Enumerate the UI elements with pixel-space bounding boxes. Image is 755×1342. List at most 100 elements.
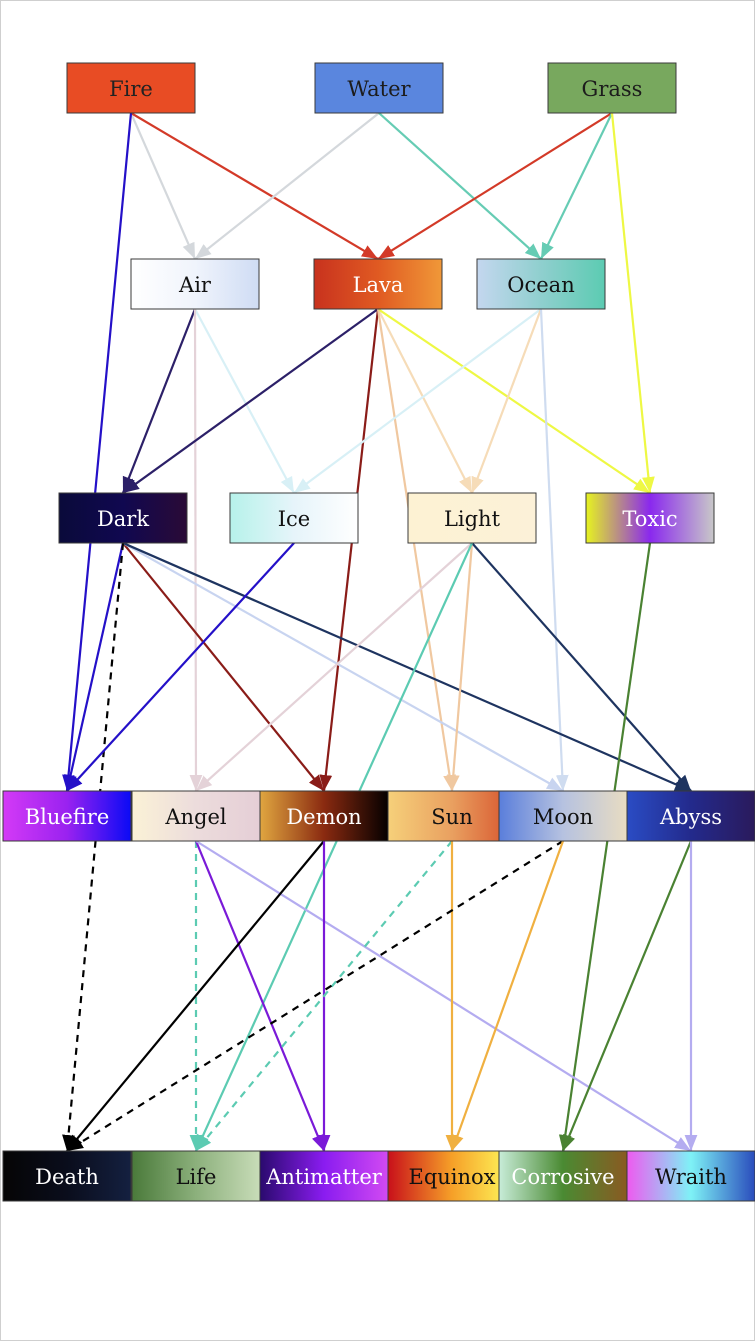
node-box-wraith bbox=[626, 1150, 755, 1202]
node-grass: Grass bbox=[547, 62, 677, 114]
edge-ocean-to-moon bbox=[539, 308, 569, 792]
node-antimatter: Antimatter bbox=[259, 1150, 389, 1202]
edge-lava-to-light bbox=[377, 308, 473, 494]
node-box-moon bbox=[498, 790, 628, 842]
node-toxic: Toxic bbox=[585, 492, 715, 544]
edge-fire-to-bluefire bbox=[62, 112, 133, 792]
node-box-ice bbox=[229, 492, 359, 544]
edge-lava-to-sun bbox=[376, 308, 456, 792]
node-sun: Sun bbox=[387, 790, 517, 842]
edge-layer bbox=[62, 112, 698, 1152]
node-label-dark: Dark bbox=[97, 507, 149, 531]
node-box-death bbox=[2, 1150, 132, 1202]
node-box-toxic bbox=[585, 492, 715, 544]
node-ice: Ice bbox=[229, 492, 359, 544]
node-bluefire: Bluefire bbox=[2, 790, 132, 842]
node-box-dark bbox=[58, 492, 188, 544]
node-moon: Moon bbox=[498, 790, 628, 842]
edge-dark-to-abyss bbox=[122, 541, 692, 793]
node-corrosive: Corrosive bbox=[498, 1150, 628, 1202]
node-label-corrosive: Corrosive bbox=[511, 1165, 614, 1189]
node-label-sun: Sun bbox=[431, 805, 472, 829]
node-box-sun bbox=[387, 790, 517, 842]
edge-lava-to-toxic bbox=[377, 308, 651, 494]
edge-dark-to-bluefire bbox=[64, 542, 125, 792]
edge-lava-to-dark bbox=[122, 308, 379, 494]
node-label-grass: Grass bbox=[582, 77, 643, 101]
node-label-bluefire: Bluefire bbox=[25, 805, 110, 829]
edge-air-to-angel bbox=[189, 308, 203, 792]
node-label-water: Water bbox=[347, 77, 411, 101]
edge-fire-to-lava bbox=[130, 112, 379, 260]
edge-water-to-air bbox=[194, 112, 380, 260]
node-ocean: Ocean bbox=[476, 258, 606, 310]
node-label-antimatter: Antimatter bbox=[265, 1165, 383, 1189]
node-box-life bbox=[131, 1150, 261, 1202]
edge-dark-to-death bbox=[62, 542, 125, 1152]
node-life: Life bbox=[131, 1150, 261, 1202]
node-label-lava: Lava bbox=[353, 273, 404, 297]
node-lava: Lava bbox=[313, 258, 443, 310]
node-box-angel bbox=[131, 790, 261, 842]
edge-moon-to-death bbox=[66, 840, 564, 1152]
edge-grass-to-toxic bbox=[610, 112, 655, 494]
node-death: Death bbox=[2, 1150, 132, 1202]
edge-abyss-to-corrosive bbox=[561, 840, 693, 1152]
edge-demon-to-death bbox=[66, 840, 325, 1152]
node-box-antimatter bbox=[259, 1150, 389, 1202]
node-label-toxic: Toxic bbox=[622, 507, 677, 531]
edge-lava-to-demon bbox=[319, 308, 380, 792]
node-equinox: Equinox bbox=[387, 1150, 517, 1202]
node-box-ocean bbox=[476, 258, 606, 310]
node-light: Light bbox=[407, 492, 537, 544]
edge-water-to-ocean bbox=[378, 112, 542, 260]
node-box-fire bbox=[66, 62, 196, 114]
node-label-moon: Moon bbox=[533, 805, 593, 829]
node-box-abyss bbox=[626, 790, 755, 842]
node-abyss: Abyss bbox=[626, 790, 755, 842]
node-box-water bbox=[314, 62, 444, 114]
edge-light-to-sun bbox=[446, 542, 474, 792]
node-fire: Fire bbox=[66, 62, 196, 114]
edge-light-to-life bbox=[194, 542, 474, 1152]
edge-angel-to-antimatter bbox=[194, 840, 326, 1152]
edge-grass-to-lava bbox=[377, 112, 613, 260]
edge-dark-to-moon bbox=[122, 542, 564, 792]
edge-toxic-to-corrosive bbox=[558, 542, 652, 1152]
node-box-bluefire bbox=[2, 790, 132, 842]
edge-angel-to-wraith bbox=[195, 840, 692, 1152]
node-box-grass bbox=[547, 62, 677, 114]
node-label-life: Life bbox=[176, 1165, 217, 1189]
edge-ocean-to-ice bbox=[293, 308, 542, 494]
node-label-angel: Angel bbox=[164, 805, 227, 829]
node-angel: Angel bbox=[131, 790, 261, 842]
edge-moon-to-equinox bbox=[450, 840, 565, 1152]
node-water: Water bbox=[314, 62, 444, 114]
edge-ocean-to-light bbox=[470, 308, 543, 494]
edge-light-to-abyss bbox=[471, 542, 692, 792]
node-box-equinox bbox=[387, 1150, 517, 1202]
edge-sun-to-life bbox=[195, 840, 453, 1152]
node-label-demon: Demon bbox=[286, 805, 361, 829]
edge-air-to-ice bbox=[194, 308, 295, 494]
node-label-light: Light bbox=[444, 507, 501, 531]
node-label-ice: Ice bbox=[278, 507, 310, 531]
node-label-fire: Fire bbox=[109, 77, 153, 101]
node-label-wraith: Wraith bbox=[655, 1165, 727, 1189]
node-demon: Demon bbox=[259, 790, 389, 842]
edge-light-to-angel bbox=[195, 542, 473, 792]
node-wraith: Wraith bbox=[626, 1150, 755, 1202]
node-label-equinox: Equinox bbox=[408, 1165, 495, 1189]
edge-fire-to-air bbox=[129, 112, 197, 260]
node-label-abyss: Abyss bbox=[659, 805, 722, 829]
node-air: Air bbox=[130, 258, 260, 310]
node-box-lava bbox=[313, 258, 443, 310]
edge-grass-to-ocean bbox=[540, 112, 613, 260]
node-label-ocean: Ocean bbox=[507, 273, 574, 297]
edge-dark-to-demon bbox=[122, 542, 325, 792]
node-label-air: Air bbox=[178, 273, 212, 297]
node-box-light bbox=[407, 492, 537, 544]
